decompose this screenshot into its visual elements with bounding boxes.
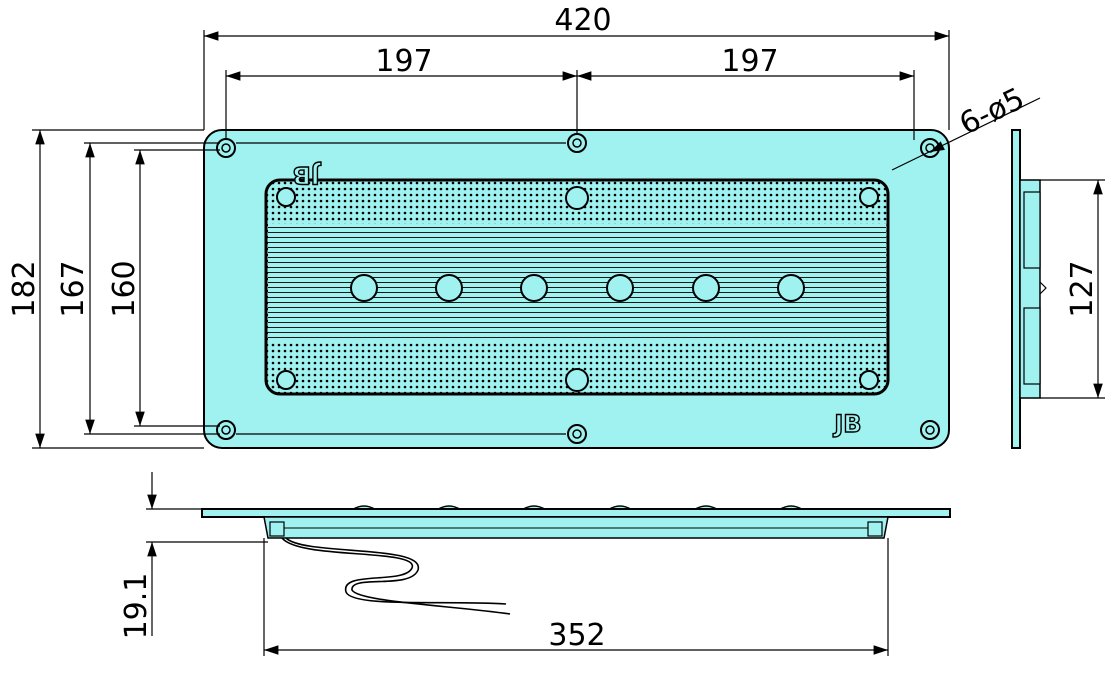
vent-holes bbox=[350, 274, 805, 302]
dim-420-label: 420 bbox=[554, 3, 611, 38]
dim-19-1-label: 19.1 bbox=[119, 573, 154, 640]
dim-overall-height: 182 bbox=[7, 129, 204, 449]
dim-197-left-label: 197 bbox=[375, 44, 432, 79]
recess-screws bbox=[276, 186, 879, 392]
vent-hole bbox=[777, 274, 805, 302]
side-view: 127 bbox=[1011, 129, 1105, 449]
mounting-hole bbox=[216, 138, 236, 158]
mounting-hole bbox=[567, 424, 587, 444]
screw-head bbox=[859, 370, 879, 390]
dim-height-167: 167 bbox=[56, 142, 220, 435]
dim-352-label: 352 bbox=[548, 618, 605, 653]
dim-hole-spacing: 197 197 bbox=[225, 44, 915, 140]
cable bbox=[281, 537, 511, 615]
dim-197-right-label: 197 bbox=[721, 44, 778, 79]
mounting-hole bbox=[216, 420, 236, 440]
screw-head bbox=[276, 187, 296, 207]
front-view: 19.1 352 bbox=[119, 472, 951, 656]
screw-head bbox=[276, 370, 296, 390]
logo-top-left: JB bbox=[292, 161, 321, 189]
front-flange bbox=[201, 508, 951, 518]
dim-height-160: 160 bbox=[107, 149, 220, 427]
screw-head bbox=[565, 186, 589, 210]
screw-head bbox=[859, 187, 879, 207]
vent-hole bbox=[520, 274, 548, 302]
screw-head bbox=[565, 368, 589, 392]
vent-hole bbox=[606, 274, 634, 302]
mounting-hole bbox=[920, 420, 940, 440]
dim-160-label: 160 bbox=[107, 260, 142, 317]
vent-hole bbox=[692, 274, 720, 302]
vent-hole bbox=[350, 274, 378, 302]
top-view: JB JB bbox=[203, 129, 950, 449]
dim-overall-width: 420 bbox=[203, 3, 950, 130]
side-flange bbox=[1011, 129, 1021, 449]
logo-bottom-right: JB bbox=[832, 410, 861, 438]
dim-182-label: 182 bbox=[7, 260, 42, 317]
mounting-hole bbox=[567, 133, 587, 153]
vent-hole bbox=[435, 274, 463, 302]
dim-167-label: 167 bbox=[56, 260, 91, 317]
dim-127-label: 127 bbox=[1065, 260, 1100, 317]
